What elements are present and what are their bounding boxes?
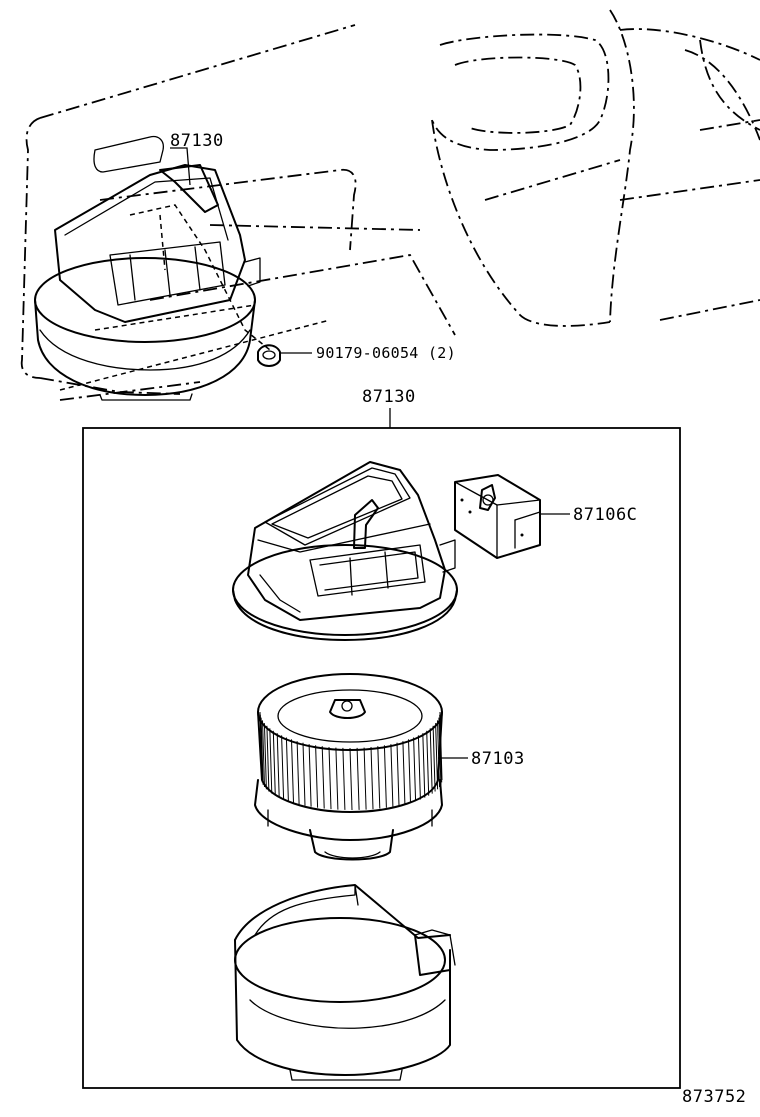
fan-blade-line <box>349 747 353 811</box>
fan-blade-line <box>422 733 426 798</box>
fan-blades <box>259 711 443 811</box>
fan-blade-line <box>438 717 442 785</box>
fan-blade-line <box>429 728 433 794</box>
blower-motor-label: 87103 <box>471 749 525 769</box>
callout-top-case: 87130 <box>170 131 224 186</box>
fan-blade-line <box>432 725 436 792</box>
fan-blade-line <box>356 747 360 810</box>
instrument-panel-outline <box>20 9 760 401</box>
resistor-label: 87106C <box>573 505 637 525</box>
assembly-frame <box>82 427 681 1089</box>
fan-blade-line <box>281 735 285 800</box>
callout-blower-motor: 87103 <box>438 749 525 769</box>
nut-part <box>257 344 281 367</box>
fan-blade-line <box>435 723 439 790</box>
fan-blade-line <box>263 723 267 790</box>
fan-blade-line <box>328 746 332 810</box>
fan-blade-line <box>390 744 394 807</box>
assembly-label: 87130 <box>362 387 416 407</box>
fan-blade-line <box>417 735 421 800</box>
fan-blade-line <box>269 728 273 794</box>
fan-blade-line <box>342 747 346 810</box>
fan-blade-line <box>259 714 263 783</box>
fan-blade-line <box>272 730 276 796</box>
fan-blade-line <box>276 733 280 798</box>
fan-blade-line <box>396 742 400 806</box>
fan-blade-line <box>266 725 270 792</box>
fan-blade-line <box>377 746 381 809</box>
nut-label: 90179-06054 (2) <box>316 344 456 362</box>
fan-blade-line <box>308 744 312 807</box>
diagram-id: 873752 <box>682 1087 746 1107</box>
fan-blade-line <box>260 717 264 785</box>
callout-nut: 90179-06054 (2) <box>280 344 456 362</box>
fan-blade-line <box>439 711 443 781</box>
assembly-callout: 87130 <box>362 387 416 428</box>
blower-upper-case <box>232 461 458 641</box>
fan-blade-line <box>370 746 374 810</box>
top-case-label: 87130 <box>170 131 224 151</box>
fan-blade-line <box>335 747 339 810</box>
fan-blade-line <box>262 720 265 788</box>
fan-blade-line <box>413 737 417 802</box>
fan-blade-line <box>302 742 306 806</box>
fan-blade-line <box>437 720 440 788</box>
fan-blade-line <box>285 737 289 802</box>
blower-unit-installed <box>34 164 331 401</box>
fan-blade-line <box>296 741 300 805</box>
fan-blade-line <box>315 745 319 808</box>
fan-blade-line <box>291 739 294 803</box>
fan-blade-line <box>383 745 387 808</box>
fan-blade-line <box>408 739 411 803</box>
fan-blade-line <box>321 746 325 809</box>
resistor-part <box>454 474 541 559</box>
blower-lower-case <box>234 884 456 1081</box>
blower-motor-part <box>254 673 443 861</box>
fan-blade-line <box>426 730 430 796</box>
callout-resistor: 87106C <box>540 505 637 525</box>
fan-blade-line <box>402 741 406 805</box>
fan-blade-line <box>363 747 367 810</box>
